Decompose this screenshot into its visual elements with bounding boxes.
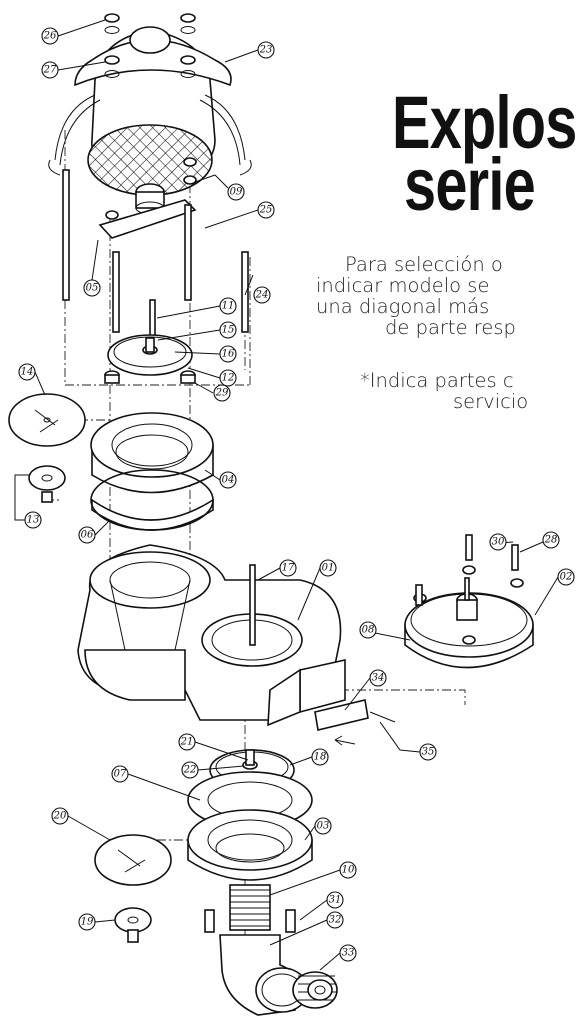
callout-31: 31 [326,891,344,909]
svg-text:28: 28 [544,535,558,546]
callout-16: 16 [219,345,237,363]
svg-text:22: 22 [183,765,197,776]
description-line6: servicio [453,390,529,413]
callout-02: 02 [557,568,575,586]
page-title-line1: Explos [392,81,577,164]
svg-text:24: 24 [255,290,269,301]
svg-text:16: 16 [222,349,235,360]
svg-text:26: 26 [43,31,57,42]
callout-21: 21 [178,733,196,751]
svg-text:19: 19 [81,917,94,928]
lower-flange [187,771,313,881]
svg-text:08: 08 [362,625,375,636]
svg-text:30: 30 [492,537,505,548]
svg-text:17: 17 [282,563,295,574]
svg-text:11: 11 [222,301,235,312]
svg-text:04: 04 [222,475,235,486]
callout-leaders [14,19,559,971]
description-line1: Para selección o [345,253,503,276]
callout-01: 01 [319,559,337,577]
nuts [104,370,196,384]
callout-17: 17 [279,559,297,577]
callout-28: 28 [542,531,560,549]
svg-text:15: 15 [222,325,235,336]
svg-text:35: 35 [422,747,435,758]
callout-14: 14 [18,363,36,381]
svg-text:32: 32 [329,915,342,926]
sight-glass-lid [8,393,86,503]
callout-11: 11 [219,297,237,315]
svg-text:06: 06 [81,530,94,541]
svg-text:14: 14 [21,367,34,378]
side-cover [404,534,534,669]
svg-text:33: 33 [342,948,355,959]
callout-22: 22 [181,761,199,779]
callout-33: 33 [339,944,357,962]
callout-18: 18 [311,748,329,766]
callout-32: 32 [326,911,344,929]
svg-text:13: 13 [27,515,40,526]
svg-text:03: 03 [317,821,330,832]
svg-text:09: 09 [230,187,243,198]
svg-text:27: 27 [43,65,57,76]
callout-25: 25 [257,201,275,219]
callout-13: 13 [24,511,42,529]
nameplate [314,699,396,746]
page-title-line2: serie [404,143,536,226]
callout-27: 27 [41,61,59,79]
svg-text:01: 01 [322,563,335,574]
lower-sight-glass [94,834,172,943]
callout-05: 05 [83,279,101,297]
svg-text:21: 21 [180,737,194,748]
svg-text:25: 25 [259,205,273,216]
callout-26: 26 [41,27,59,45]
description-line3: una diagonal más [316,295,490,318]
svg-text:34: 34 [372,673,385,684]
callout-34: 34 [369,669,387,687]
strainer-basket [48,13,252,196]
pump-body [77,544,346,727]
callout-23: 23 [257,41,275,59]
callout-30: 30 [489,533,507,551]
svg-text:05: 05 [86,283,99,294]
outlet-fittings [204,884,338,1016]
description-line5: *Indica partes c [360,369,514,392]
svg-text:23: 23 [259,45,273,56]
threaded-studs [62,169,249,356]
callout-03: 03 [314,817,332,835]
callout-24: 24 [253,286,271,304]
callout-35: 35 [419,743,437,761]
callout-04: 04 [219,471,237,489]
callout-12: 12 [219,369,237,387]
svg-text:10: 10 [342,865,355,876]
svg-text:02: 02 [560,572,573,583]
callout-07: 07 [111,765,129,783]
handle-bracket [98,157,197,239]
callout-09: 09 [227,183,245,201]
callout-15: 15 [219,321,237,339]
callout-20: 20 [51,807,69,825]
seal-ring [107,334,193,376]
callout-06: 06 [78,526,96,544]
callout-19: 19 [78,913,96,931]
description-line2: indicar modelo se [316,274,490,297]
svg-text:31: 31 [329,895,342,906]
svg-text:20: 20 [53,811,67,822]
svg-text:12: 12 [222,373,235,384]
description-line4: de parte resp [385,316,516,339]
callout-29: 29 [213,384,231,402]
callout-10: 10 [339,861,357,879]
svg-text:29: 29 [215,388,229,399]
upper-flange [90,412,214,531]
callout-08: 08 [359,621,377,639]
svg-text:07: 07 [114,769,127,780]
svg-text:18: 18 [314,752,327,763]
